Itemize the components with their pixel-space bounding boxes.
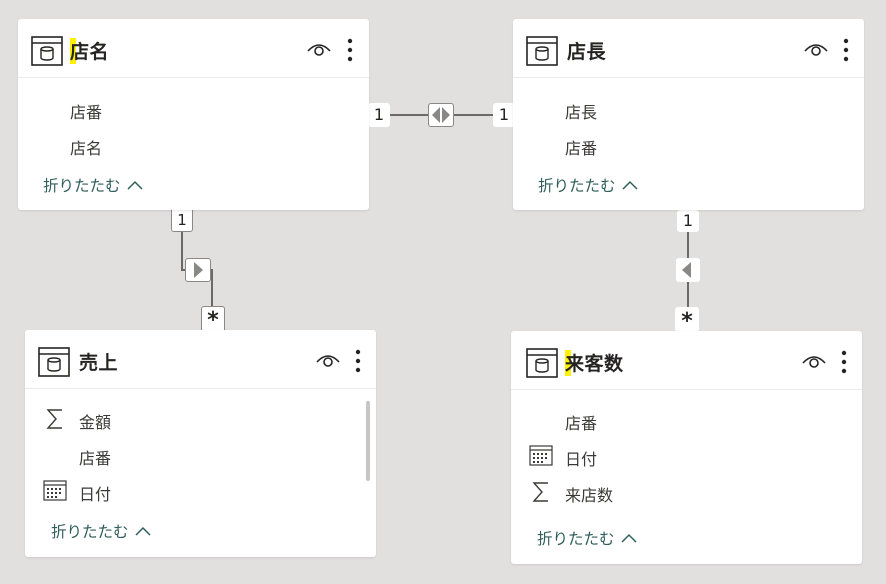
- chevron-up-icon: [134, 526, 151, 536]
- eye-icon[interactable]: [804, 40, 828, 58]
- calendar-icon: [529, 445, 553, 466]
- field-item[interactable]: 店番: [79, 449, 112, 468]
- chevron-up-icon: [126, 180, 143, 190]
- table-header[interactable]: 店長: [513, 19, 864, 78]
- table-icon: [38, 347, 70, 377]
- filter-direction-left-icon[interactable]: [676, 258, 700, 282]
- cardinality-many-badge: *: [201, 306, 225, 333]
- field-item[interactable]: 店番: [565, 414, 598, 433]
- collapse-button[interactable]: 折りたたむ: [51, 520, 151, 542]
- more-options-icon[interactable]: [840, 349, 848, 375]
- table-card-visitors[interactable]: 来客数 店番 日付 来店数 折りたたむ: [511, 331, 862, 564]
- field-item[interactable]: 店名: [70, 139, 103, 158]
- collapse-label: 折りたたむ: [538, 177, 616, 195]
- table-card-managers[interactable]: 店長 店長 店番 折りたたむ: [513, 19, 864, 210]
- field-item[interactable]: 日付: [565, 450, 598, 469]
- eye-icon[interactable]: [802, 352, 826, 370]
- more-options-icon[interactable]: [354, 348, 362, 374]
- cardinality-many-label: *: [207, 308, 219, 333]
- table-title: 売上: [79, 352, 119, 374]
- sigma-icon: [46, 409, 62, 429]
- calendar-icon: [43, 480, 67, 501]
- cardinality-left-badge: 1: [368, 103, 390, 127]
- chevron-up-icon: [620, 533, 637, 543]
- collapse-label: 折りたたむ: [537, 530, 615, 548]
- cardinality-one-badge-2: 1: [677, 210, 699, 232]
- more-options-icon[interactable]: [346, 37, 354, 63]
- table-card-sales[interactable]: 売上 金額 店番 日付 折りたたむ: [25, 330, 376, 557]
- field-item[interactable]: 店番: [70, 103, 103, 122]
- collapse-label: 折りたたむ: [51, 523, 129, 541]
- search-highlight: [565, 350, 571, 376]
- more-options-icon[interactable]: [842, 37, 850, 63]
- collapse-button[interactable]: 折りたたむ: [43, 174, 143, 196]
- collapse-label: 折りたたむ: [43, 177, 121, 195]
- search-highlight: [70, 38, 76, 64]
- table-header[interactable]: 店名: [18, 19, 369, 78]
- table-icon: [526, 348, 558, 378]
- field-item[interactable]: 店長: [565, 103, 598, 122]
- chevron-up-icon: [621, 180, 638, 190]
- relationship-line-stores-sales-c[interactable]: [211, 269, 213, 331]
- collapse-button[interactable]: 折りたたむ: [537, 527, 637, 549]
- table-icon: [526, 36, 558, 66]
- field-item[interactable]: 来店数: [565, 486, 614, 505]
- bidirectional-filter-icon[interactable]: [428, 103, 454, 127]
- sigma-icon: [532, 482, 548, 502]
- table-title: 店長: [567, 41, 607, 63]
- cardinality-right-badge: 1: [493, 103, 515, 127]
- eye-icon[interactable]: [307, 40, 331, 58]
- table-header[interactable]: 来客数: [511, 331, 862, 390]
- field-item[interactable]: 店番: [565, 139, 598, 158]
- collapse-button[interactable]: 折りたたむ: [538, 174, 638, 196]
- relationship-line-stores-sales-a[interactable]: [181, 210, 183, 270]
- cardinality-one-badge: 1: [171, 208, 193, 232]
- table-card-stores[interactable]: 店名 店番 店名 折りたたむ: [18, 19, 369, 210]
- cardinality-many-label-2: *: [681, 309, 693, 334]
- table-icon: [31, 36, 63, 66]
- table-header[interactable]: 売上: [25, 330, 376, 389]
- filter-direction-right-icon[interactable]: [185, 258, 211, 282]
- scrollbar-thumb[interactable]: [366, 401, 370, 481]
- table-title: 店名: [70, 41, 110, 63]
- eye-icon[interactable]: [316, 351, 340, 369]
- field-item[interactable]: 日付: [79, 485, 112, 504]
- table-title: 来客数: [565, 353, 624, 375]
- field-item[interactable]: 金額: [79, 413, 112, 432]
- cardinality-many-badge-2: *: [675, 307, 699, 334]
